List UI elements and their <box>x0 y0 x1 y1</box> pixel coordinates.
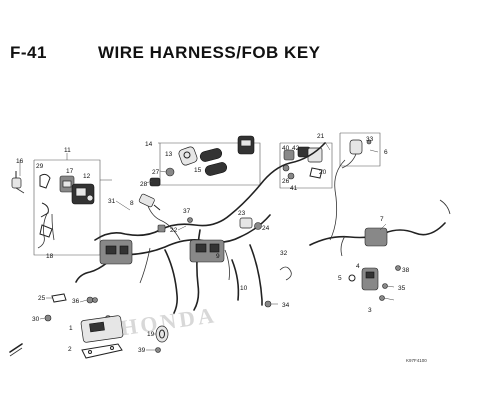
figure-title: WIRE HARNESS/FOB KEY <box>98 43 321 62</box>
callout-6: 6 <box>384 149 388 156</box>
figure-code: F-41 <box>10 43 47 62</box>
junction-block-center <box>189 239 225 263</box>
leader-lines <box>19 141 387 351</box>
bolt-35a <box>382 283 395 289</box>
callout-41: 41 <box>290 185 298 192</box>
wire-harness-right-7 <box>309 159 451 257</box>
reference-code: K97F4100 <box>406 358 427 363</box>
callout-32: 32 <box>280 250 288 257</box>
callout-13: 13 <box>165 151 173 158</box>
connector-27 <box>165 167 175 177</box>
callout-7: 7 <box>380 216 384 223</box>
connector-23 <box>239 217 253 229</box>
callout-38: 38 <box>402 267 410 274</box>
bolt-35b <box>379 295 395 301</box>
callout-28: 28 <box>140 181 148 188</box>
callout-14: 14 <box>145 141 153 148</box>
callout-24: 24 <box>262 225 270 232</box>
callout-42: 42 <box>292 145 300 152</box>
bracket-20 <box>309 167 323 179</box>
group-box-top-right <box>279 142 333 189</box>
callout-15: 15 <box>194 167 202 174</box>
bolt-5 <box>348 274 356 282</box>
clip-37 <box>187 217 193 223</box>
callout-4: 4 <box>356 263 360 270</box>
callout-33: 33 <box>366 136 374 143</box>
clip-26 <box>282 164 295 180</box>
callout-22: 22 <box>170 227 178 234</box>
callout-11: 11 <box>64 147 71 154</box>
callout-34: 34 <box>282 302 290 309</box>
grommet-19 <box>155 325 169 343</box>
callout-10: 10 <box>240 285 248 292</box>
clip-22 <box>157 224 166 233</box>
fob-key-15 <box>199 148 228 176</box>
callout-12: 12 <box>83 173 91 180</box>
connector-28 <box>149 177 161 187</box>
control-unit-1 <box>80 315 124 343</box>
callout-40: 40 <box>282 145 290 152</box>
callout-3: 3 <box>368 307 372 314</box>
callout-1: 1 <box>69 325 73 332</box>
callout-8: 8 <box>130 200 134 207</box>
spark-plug-lead-left <box>9 343 23 357</box>
pigtail-18 <box>37 211 55 249</box>
cable-32 <box>279 266 292 281</box>
fob-key-unit-14 <box>158 135 255 155</box>
fob-key-13 <box>178 146 198 166</box>
watermark: HONDA <box>119 302 218 340</box>
cable-10 <box>231 259 240 301</box>
callout-31: 31 <box>108 198 116 205</box>
group-box-right <box>339 132 381 167</box>
callout-29: 29 <box>36 163 44 170</box>
plug-8 <box>138 193 161 211</box>
bolt-30 <box>44 314 52 322</box>
callout-21: 21 <box>317 133 325 140</box>
callout-17: 17 <box>66 168 74 175</box>
callout-36: 36 <box>72 298 80 305</box>
callout-35: 35 <box>398 285 406 292</box>
relay-21 <box>307 147 323 163</box>
switch-17 <box>59 175 75 193</box>
callout-5: 5 <box>338 275 342 282</box>
callout-27: 27 <box>152 169 160 176</box>
bracket-2 <box>81 343 123 359</box>
clip-29 <box>39 173 53 238</box>
bolt-39 <box>155 347 161 353</box>
clip-25 <box>51 293 67 303</box>
callout-25: 25 <box>38 295 46 302</box>
callout-18: 18 <box>46 253 54 260</box>
connector-24 <box>254 222 262 230</box>
connector-6 <box>341 139 372 169</box>
relay-40 <box>283 149 295 161</box>
junction-block-left <box>99 239 133 265</box>
callout-30: 30 <box>32 316 40 323</box>
bolt-38-left-a <box>92 297 98 303</box>
callout-2: 2 <box>68 346 72 353</box>
coil-4 <box>361 267 379 291</box>
switch-12 <box>71 183 95 205</box>
bulb-socket-16 <box>11 171 25 194</box>
bolt-38-right <box>395 265 401 271</box>
callout-19: 19 <box>147 331 155 338</box>
clip-36 <box>86 296 94 304</box>
callout-26: 26 <box>282 178 290 185</box>
callout-37: 37 <box>183 208 191 215</box>
callout-9: 9 <box>216 253 220 260</box>
clip-34 <box>264 300 278 308</box>
callout-23: 23 <box>238 210 246 217</box>
callout-20: 20 <box>319 169 327 176</box>
callout-39: 39 <box>138 347 146 354</box>
